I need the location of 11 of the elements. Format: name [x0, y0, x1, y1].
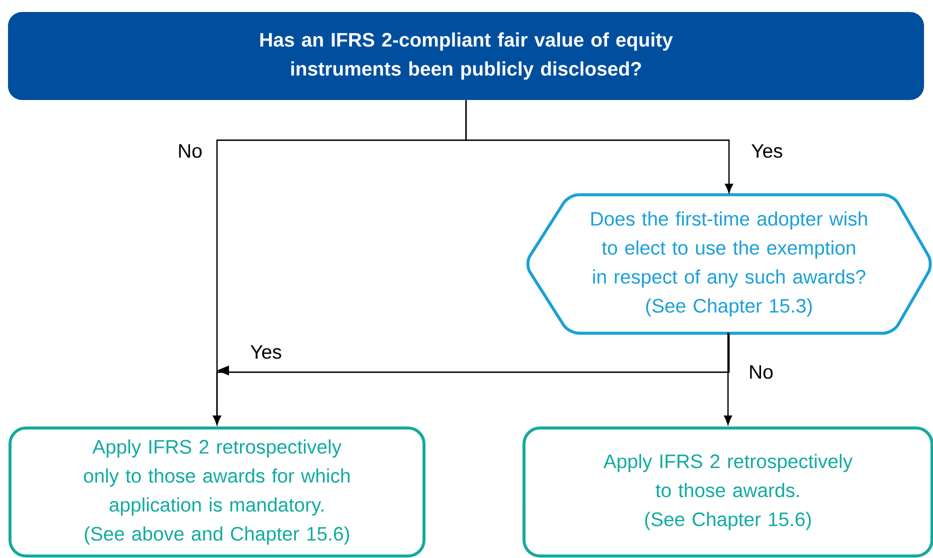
result-box: Apply IFRS 2 retrospectively to those awards. (See Chapter 15.6)	[522, 426, 933, 558]
decision-hexagon: Does the first-time adopter wish to elect to use the exemption in respect of any such awards? (See Chapter 15.3)	[526, 193, 932, 335]
edge-label: Yes	[249, 344, 283, 360]
arrow	[465, 100, 733, 193]
edge-label: No	[748, 364, 774, 380]
question-box: Has an IFRS 2-compliant fair value of equity instruments been publicly disclosed?	[8, 12, 924, 100]
arrow	[213, 333, 730, 425]
arrow	[724, 332, 732, 425]
result-box: Apply IFRS 2 retrospectively only to those awards for which application is mandatory. (See above and Chapter 15.6)	[8, 426, 426, 558]
edge-label: No	[176, 143, 204, 159]
edge-label: Yes	[750, 143, 784, 159]
